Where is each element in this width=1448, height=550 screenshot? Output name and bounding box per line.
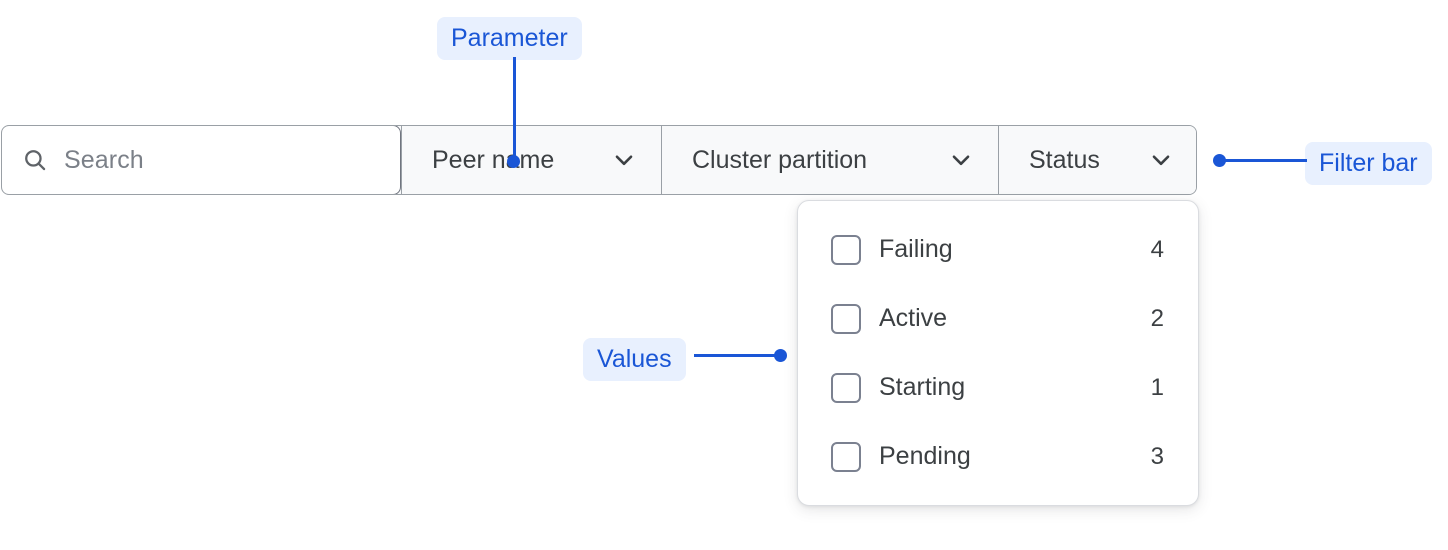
chevron-down-icon [1148, 147, 1174, 173]
dropdown-option-count: 3 [1150, 442, 1164, 470]
dropdown-option-label: Active [879, 304, 948, 332]
search-icon [22, 147, 48, 173]
filter-segment-peer-name[interactable]: Peer name [401, 126, 661, 194]
dropdown-option[interactable]: Pending 3 [798, 426, 1198, 488]
annotation-dot-filter-bar [1213, 154, 1226, 167]
dropdown-option[interactable]: Starting 1 [798, 357, 1198, 419]
dropdown-option[interactable]: Failing 4 [798, 219, 1198, 281]
annotation-dot-parameter [507, 155, 520, 168]
dropdown-option-label: Pending [879, 442, 971, 470]
search-input-placeholder[interactable]: Search [64, 145, 144, 174]
annotation-label-parameter: Parameter [437, 17, 582, 60]
filter-segment-status[interactable]: Status [998, 126, 1196, 194]
filter-segment-label: Status [1029, 145, 1100, 174]
dropdown-option-count: 1 [1150, 373, 1164, 401]
chevron-down-icon [611, 147, 637, 173]
annotation-label-values: Values [583, 338, 686, 381]
checkbox-icon[interactable] [831, 234, 861, 265]
checkbox-icon[interactable] [831, 303, 861, 334]
dropdown-option-label: Failing [879, 235, 953, 263]
dropdown-option[interactable]: Active 2 [798, 288, 1198, 350]
checkbox-icon[interactable] [831, 372, 861, 403]
dropdown-option-label: Starting [879, 373, 966, 401]
filter-segment-cluster-partition[interactable]: Cluster partition [661, 126, 998, 194]
filter-segment-label: Peer name [432, 145, 555, 174]
filter-segment-label: Cluster partition [692, 145, 868, 174]
status-filter-dropdown: Failing 4 Active 2 Starting 1 Pending 3 [797, 200, 1199, 506]
filter-bar: Search Peer name Cluster partition Statu… [1, 125, 1197, 195]
annotation-connector-values [694, 354, 780, 357]
dropdown-option-count: 4 [1150, 235, 1164, 263]
annotation-dot-values [774, 349, 787, 362]
annotation-label-filter-bar: Filter bar [1305, 142, 1432, 185]
dropdown-option-count: 2 [1150, 304, 1164, 332]
annotation-connector-filter-bar [1224, 159, 1307, 162]
search-field[interactable]: Search [2, 126, 401, 194]
checkbox-icon[interactable] [831, 441, 861, 472]
chevron-down-icon [948, 147, 974, 173]
annotation-connector-parameter [513, 57, 516, 162]
